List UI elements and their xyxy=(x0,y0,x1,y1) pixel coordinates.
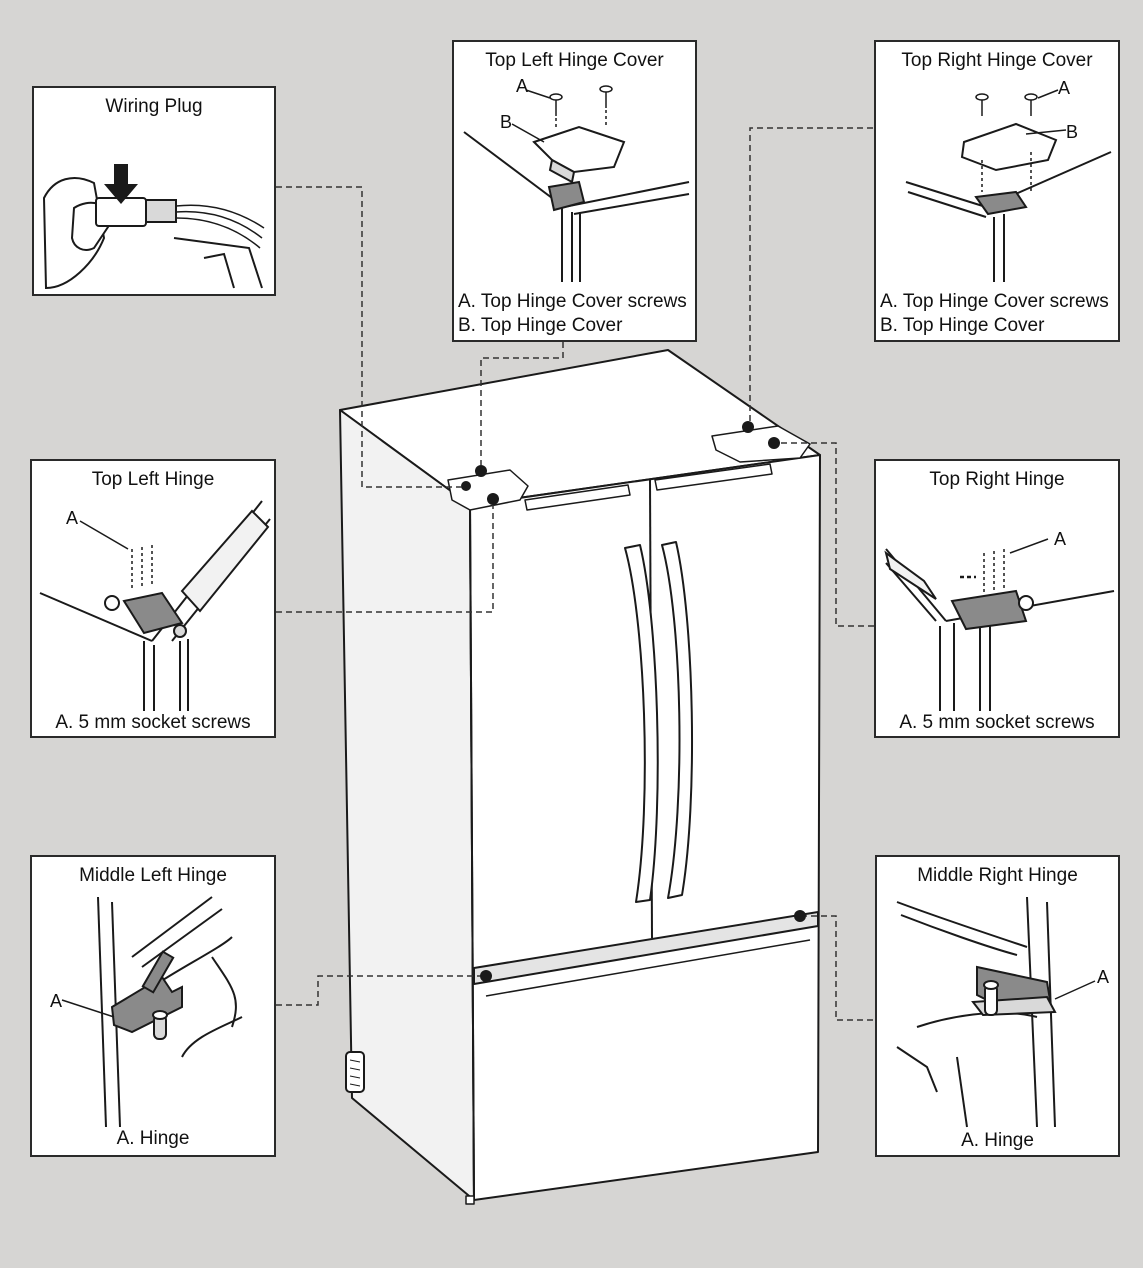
screw-icon xyxy=(79,520,153,591)
leader-lines xyxy=(276,127,874,1021)
label-a: A xyxy=(1097,967,1109,987)
middle-left-hinge-illustration: A xyxy=(50,896,243,1128)
top-right-hinge-illustration: A xyxy=(884,529,1115,711)
middle-right-hinge-panel: Middle Right Hinge A A. Hinge xyxy=(875,855,1120,1157)
marker-middle-left-hinge xyxy=(480,970,492,982)
top-left-hinge-panel: Top Left Hinge A A. 5 mm socket screws xyxy=(30,459,276,738)
caption-a: A. Top Hinge Cover screws xyxy=(880,291,1109,312)
marker-middle-right-hinge xyxy=(794,910,806,922)
label-a: A xyxy=(66,508,78,528)
panel-title: Middle Right Hinge xyxy=(917,865,1078,886)
wiring-plug-illustration xyxy=(42,164,265,290)
caption: A. 5 mm socket screws xyxy=(55,712,251,733)
hinge-plate xyxy=(971,965,1057,1017)
panel-title: Middle Left Hinge xyxy=(79,865,227,886)
panel-title: Top Right Hinge xyxy=(929,469,1065,490)
panel-title: Top Left Hinge xyxy=(91,469,215,490)
screw-icon xyxy=(960,538,1049,595)
hinge-plate xyxy=(122,591,184,635)
caption-b: B. Top Hinge Cover xyxy=(880,315,1045,336)
drawer-divider xyxy=(473,911,819,985)
hinge-plate xyxy=(110,950,183,1040)
hinge-cover-part xyxy=(960,122,1058,172)
hinge-markers xyxy=(461,421,806,982)
screw-icon xyxy=(975,89,1067,192)
marker-top-left-cover-2 xyxy=(461,481,471,491)
top-left-hinge-illustration: A xyxy=(39,500,271,711)
top-right-hinge-cover-panel: Top Right Hinge Cover A B A. Top Hinge C… xyxy=(874,40,1120,342)
screw-icon xyxy=(511,85,613,143)
down-arrow-icon xyxy=(104,164,138,204)
marker-top-left-hinge xyxy=(487,493,499,505)
refrigerator xyxy=(339,349,821,1205)
top-left-hinge-cover-illustration: A B xyxy=(463,76,690,282)
label-b: B xyxy=(1066,122,1078,142)
top-right-hinge-panel: Top Right Hinge A A. 5 mm socket screws xyxy=(874,459,1120,738)
panel-title: Top Left Hinge Cover xyxy=(485,50,664,71)
label-a: A xyxy=(1054,529,1066,549)
hinge-plate xyxy=(950,589,1028,631)
caption: A. Hinge xyxy=(961,1130,1034,1151)
panel-title: Top Right Hinge Cover xyxy=(901,50,1093,71)
middle-right-hinge-illustration: A xyxy=(896,896,1109,1128)
marker-top-right-hinge xyxy=(768,437,780,449)
caption-b: B. Top Hinge Cover xyxy=(458,315,623,336)
panel-title: Wiring Plug xyxy=(105,96,203,117)
wiring-plug-panel: Wiring Plug xyxy=(32,86,276,296)
caption-a: A. Top Hinge Cover screws xyxy=(458,291,687,312)
marker-top-right-cover xyxy=(742,421,754,433)
label-a: A xyxy=(50,991,62,1011)
marker-top-left-cover xyxy=(475,465,487,477)
top-left-hinge-cover-panel: Top Left Hinge Cover A B A. Top Hinge Co… xyxy=(452,40,697,342)
caption: A. Hinge xyxy=(116,1128,190,1149)
top-right-hinge-cover-illustration: A B xyxy=(905,78,1112,282)
label-b: B xyxy=(500,112,512,132)
hinge-cover-part xyxy=(532,125,626,174)
middle-left-hinge-panel: Middle Left Hinge A A. Hinge xyxy=(30,855,276,1157)
label-a: A xyxy=(1058,78,1070,98)
caption: A. 5 mm socket screws xyxy=(899,712,1095,733)
label-a: A xyxy=(516,76,528,96)
